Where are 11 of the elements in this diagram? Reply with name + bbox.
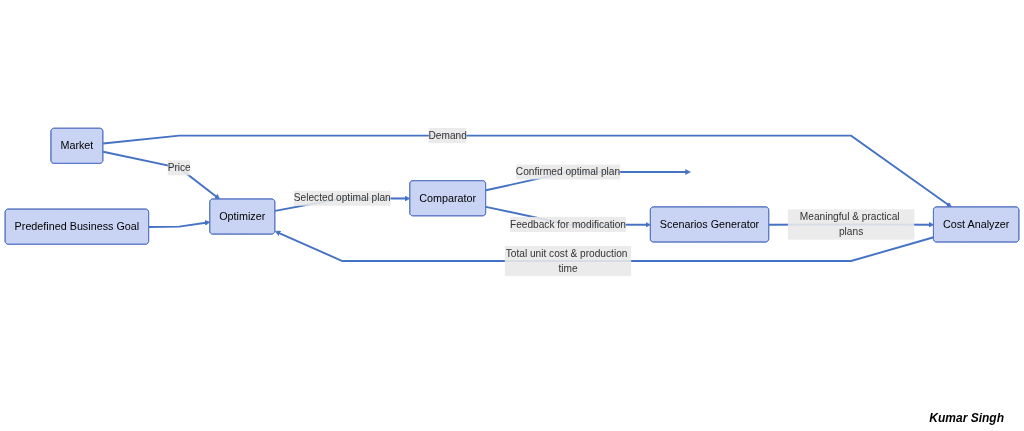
arrow xyxy=(148,220,211,229)
author-credit: Kumar Singh xyxy=(929,411,1004,425)
edge-label: Price xyxy=(167,162,191,174)
arrow xyxy=(102,151,221,200)
edge-label: Total unit cost & production time xyxy=(505,248,628,275)
arrow xyxy=(102,135,952,208)
edge-label: Confirmed optimal plan xyxy=(515,166,621,178)
edge-label: Selected optimal plan xyxy=(293,192,391,204)
edge-label: Demand xyxy=(428,130,467,142)
edge-label: Feedback for modification xyxy=(509,219,627,230)
edge-label: Meaningful & practical plans xyxy=(799,211,900,238)
